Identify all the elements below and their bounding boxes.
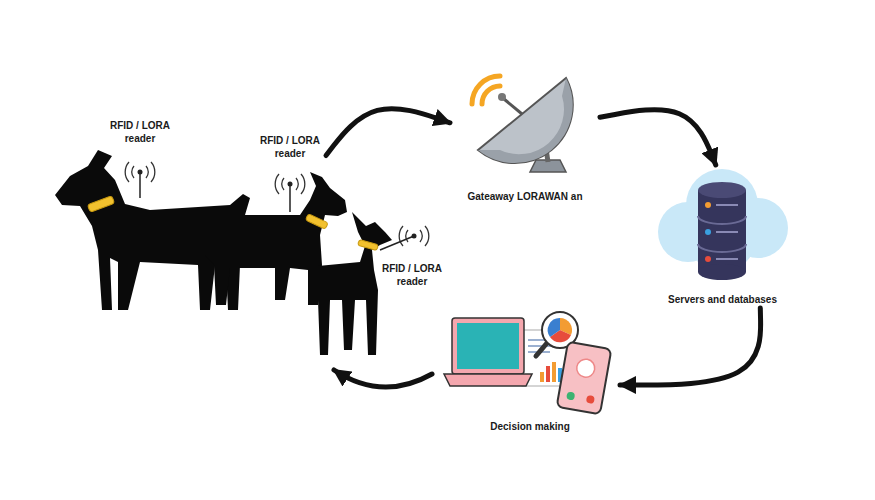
node-label: RFID / LORA reader (379, 263, 445, 288)
satellite-dish (472, 76, 573, 172)
cloud-server-icon (658, 169, 788, 280)
caption-node: Servers and databases (655, 165, 790, 308)
flow-arrow (600, 110, 716, 165)
caption-node: RFID / LORA reader (376, 258, 448, 290)
node-label: Decision making (490, 421, 569, 434)
node-label: RFID / LORA reader (257, 135, 323, 160)
caption-node: Decision making (440, 310, 620, 435)
decision-icons (444, 312, 611, 414)
goat (318, 212, 392, 355)
antenna-symbol (125, 162, 155, 198)
cycle-arrow (334, 370, 432, 387)
node-label: Servers and databases (668, 294, 777, 307)
flow-arrow (620, 308, 761, 385)
antenna-symbol (380, 226, 429, 250)
antenna-symbol (275, 174, 305, 212)
node-label: RFID / LORA reader (107, 120, 173, 145)
caption-node: RFID / LORA reader (104, 118, 176, 200)
node-label: Gateaway LORAWAN an (467, 191, 582, 204)
caption-node: Gateaway LORAWAN an (450, 68, 600, 205)
goat-herd (55, 150, 392, 355)
flow-arrow (326, 109, 450, 156)
caption-node: RFID / LORA reader (254, 133, 326, 178)
goat-collars (87, 196, 378, 251)
